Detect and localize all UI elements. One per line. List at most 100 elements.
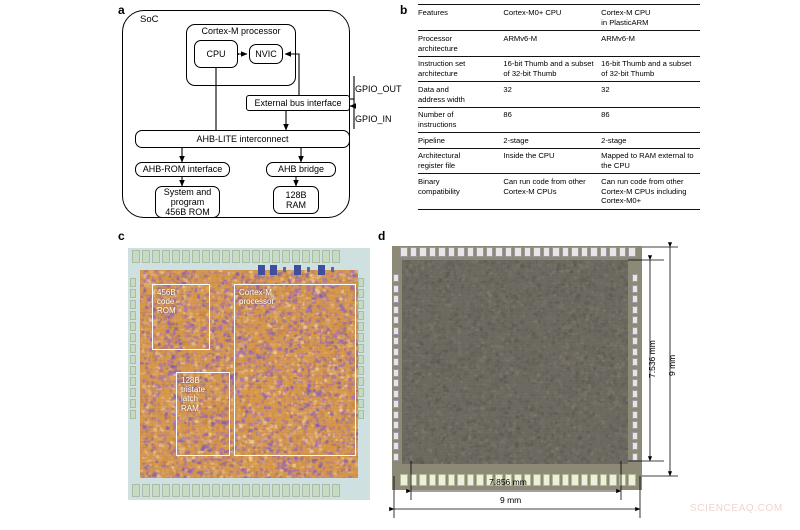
panel-a-block-diagram: SoC Cortex-M processor — [118, 4, 402, 220]
bond-pad — [523, 247, 531, 257]
feature-line-1: Instruction set — [418, 59, 466, 69]
bond-pad — [312, 250, 320, 263]
pad-row-bottom — [132, 484, 340, 497]
row-m0plus: 16-bit Thumb and a subset of 32-bit Thum… — [503, 59, 594, 79]
row-m0plus: 32 — [503, 84, 512, 94]
bond-pad — [130, 366, 136, 375]
bond-pad — [162, 250, 170, 263]
bond-pad — [476, 474, 484, 486]
bond-pad — [632, 442, 638, 450]
row-feature: Instruction set architecture — [418, 56, 503, 81]
probe-pad — [283, 267, 286, 272]
bond-pad — [358, 388, 364, 397]
bond-pad — [393, 295, 399, 303]
bond-pad — [282, 250, 290, 263]
row-m0plus: ARMv6-M — [503, 33, 538, 43]
bond-pad — [192, 484, 200, 497]
bond-pad — [552, 247, 560, 257]
bond-pad — [130, 300, 136, 309]
bond-pad — [542, 474, 550, 486]
bond-pad — [438, 247, 446, 257]
bond-pad — [457, 247, 465, 257]
gpio-in-label: GPIO_IN — [355, 114, 392, 124]
bond-pad — [457, 474, 465, 486]
bond-pad — [358, 377, 364, 386]
row-feature: Pipeline — [418, 133, 503, 149]
bond-pad — [182, 484, 190, 497]
bond-pad — [162, 484, 170, 497]
bond-pad — [358, 322, 364, 331]
ahb-lite-interconnect-box: AHB-LITE interconnect — [135, 130, 350, 148]
bond-pad — [447, 474, 455, 486]
die-texture-d — [402, 260, 628, 464]
table-row: Binary compatibility Can run code from o… — [418, 174, 700, 209]
dimension-annotations — [389, 242, 678, 518]
row-m0plus: Can run code from other Cortex-M CPUs — [503, 176, 586, 196]
bond-pad — [393, 452, 399, 461]
bond-pad — [232, 250, 240, 263]
bond-pad — [172, 484, 180, 497]
pad-row-left — [130, 278, 136, 419]
bond-pad — [504, 247, 512, 257]
bond-pad — [393, 389, 399, 398]
feature-line-2: address width — [418, 94, 465, 104]
bond-pad — [495, 474, 503, 486]
row-m0plus: Inside the CPU — [503, 151, 555, 161]
bond-pad — [202, 250, 210, 263]
bond-pad — [609, 247, 617, 257]
bond-pad — [292, 250, 300, 263]
panel-letter-d: d — [378, 229, 386, 243]
bond-pad — [130, 410, 136, 419]
bond-pad — [590, 247, 598, 257]
bond-pad — [552, 474, 560, 486]
header-features: Features — [418, 8, 448, 17]
bond-pad — [495, 247, 503, 257]
bond-pad — [272, 484, 280, 497]
table-row: Architectural register file Inside the C… — [418, 148, 700, 174]
bond-pad — [262, 250, 270, 263]
code-rom-line-1: 456B — [157, 288, 176, 297]
cortex-m-line-2: processor — [239, 297, 275, 307]
panel-a-connectors — [179, 51, 357, 187]
row-m0plus: 2-stage — [503, 135, 529, 145]
cortex-m-processor-label: Cortex-M processor — [201, 26, 281, 36]
probe-pad — [331, 267, 334, 272]
bond-pad — [393, 284, 399, 293]
bond-pad — [130, 377, 136, 386]
bond-pad — [252, 484, 260, 497]
bond-pad — [130, 278, 136, 287]
bond-pad — [400, 474, 408, 486]
bond-pad — [393, 274, 399, 282]
bond-pad — [409, 247, 417, 257]
ram-line-3: latch — [181, 394, 198, 404]
bond-pad — [358, 355, 364, 364]
row-feature: Binary compatibility — [418, 174, 503, 209]
die-pad-frame-d — [392, 246, 642, 490]
bond-pad — [393, 379, 399, 387]
bond-pad — [632, 389, 638, 398]
panel-c-die-micrograph: 456B code ROM Cortex-M processor 128B tr… — [118, 228, 380, 526]
bond-pad — [358, 300, 364, 309]
ram-line-1: 128B — [181, 376, 200, 385]
bond-pad — [632, 347, 638, 356]
site-watermark: SCIENCEAQ.COM — [690, 503, 783, 514]
row-plasticarm: ARMv6-M — [601, 33, 635, 43]
external-bus-interface-box: External bus interface — [246, 95, 350, 111]
header-cortex-m-plasticarm: Cortex-M CPU in PlasticARM — [601, 5, 700, 31]
bond-pad — [130, 388, 136, 397]
bond-pad — [172, 250, 180, 263]
bond-pad — [132, 250, 140, 263]
row-feature: Processor architecture — [418, 31, 503, 56]
feature-line-2: compatibility — [418, 186, 460, 196]
panel-letter-b: b — [400, 3, 408, 17]
bond-pad — [485, 474, 493, 486]
bond-pad — [302, 484, 310, 497]
bond-pad — [618, 247, 626, 257]
bond-pad — [132, 484, 140, 497]
ram-box: 128B RAM — [273, 186, 319, 214]
bond-pad — [628, 247, 636, 257]
bond-pad — [282, 484, 290, 497]
bond-pad — [130, 311, 136, 320]
bond-pad — [393, 347, 399, 356]
cpu-box: CPU — [194, 40, 238, 68]
